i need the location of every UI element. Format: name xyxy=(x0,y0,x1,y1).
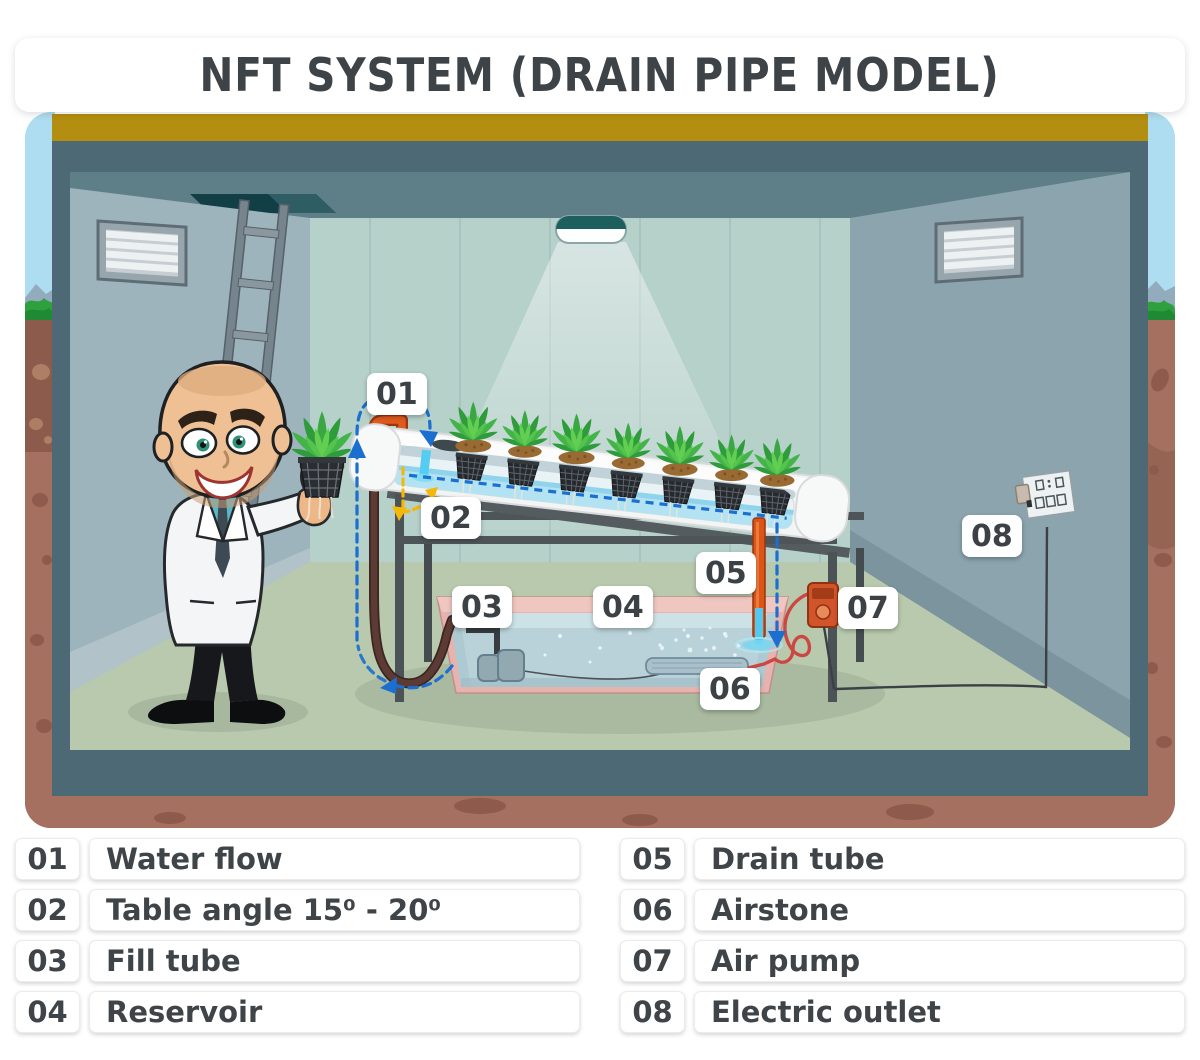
legend-item-electric-outlet: 08 Electric outlet xyxy=(620,991,1185,1033)
legend-label: Drain tube xyxy=(694,838,1185,880)
legend-num: 07 xyxy=(620,940,685,982)
legend-label: Reservoir xyxy=(89,991,580,1033)
legend-label: Fill tube xyxy=(89,940,580,982)
grow-channel xyxy=(348,386,851,543)
page-title: NFT SYSTEM (DRAIN PIPE MODEL) xyxy=(199,48,1001,102)
legend-num: 08 xyxy=(620,991,685,1033)
legend-num: 02 xyxy=(15,889,80,931)
title-card: NFT SYSTEM (DRAIN PIPE MODEL) xyxy=(15,38,1185,112)
held-plant xyxy=(289,411,354,522)
wall-vent-left xyxy=(96,219,188,287)
grow-light xyxy=(555,215,627,244)
legend-item-air-pump: 07 Air pump xyxy=(620,940,1185,982)
water-pump xyxy=(466,627,525,682)
scene-label-electric-outlet: 08 xyxy=(962,515,1022,557)
legend-label: Electric outlet xyxy=(694,991,1185,1033)
scientist xyxy=(147,360,333,724)
legend-num: 04 xyxy=(15,991,80,1033)
room-frame xyxy=(52,141,1148,796)
scene-label-reservoir: 04 xyxy=(593,586,653,628)
net-pots xyxy=(408,449,793,530)
scene-label-water-flow: 01 xyxy=(367,373,427,415)
power-cord xyxy=(822,526,1049,691)
legend-item-table-angle: 02 Table angle 15⁰ - 20⁰ xyxy=(15,889,580,931)
legend-num: 06 xyxy=(620,889,685,931)
scene-label-drain-tube: 05 xyxy=(696,552,756,594)
air-pump xyxy=(747,582,839,670)
water-flow-arrowheads xyxy=(348,430,786,694)
legend-num: 03 xyxy=(15,940,80,982)
electric-outlet xyxy=(1014,469,1077,520)
wall-vent-right xyxy=(934,216,1024,284)
legend-item-fill-tube: 03 Fill tube xyxy=(15,940,580,982)
legend-label: Table angle 15⁰ - 20⁰ xyxy=(89,889,580,931)
scene-label-air-pump: 07 xyxy=(838,587,898,629)
sky xyxy=(25,112,1175,322)
right-wall-skirting xyxy=(850,530,1130,738)
scene-graphic xyxy=(25,112,1175,828)
scene-label-airstone: 06 xyxy=(700,668,760,710)
scene-label-table-angle: 02 xyxy=(421,497,481,539)
legend-item-water-flow: 01 Water flow xyxy=(15,838,580,880)
drain-tube xyxy=(735,517,783,653)
scene-label-fill-tube: 03 xyxy=(452,586,512,628)
legend-item-airstone: 06 Airstone xyxy=(620,889,1185,931)
grass xyxy=(25,298,1175,322)
gold-ground-band xyxy=(52,114,1148,141)
legend-label: Airstone xyxy=(694,889,1185,931)
legend-item-reservoir: 04 Reservoir xyxy=(15,991,580,1033)
legend-label: Water flow xyxy=(89,838,580,880)
legend-num: 05 xyxy=(620,838,685,880)
legend-num: 01 xyxy=(15,838,80,880)
table-angle-indicator xyxy=(392,466,438,521)
legend-item-drain-tube: 05 Drain tube xyxy=(620,838,1185,880)
soil xyxy=(25,320,1175,828)
legend-label: Air pump xyxy=(694,940,1185,982)
